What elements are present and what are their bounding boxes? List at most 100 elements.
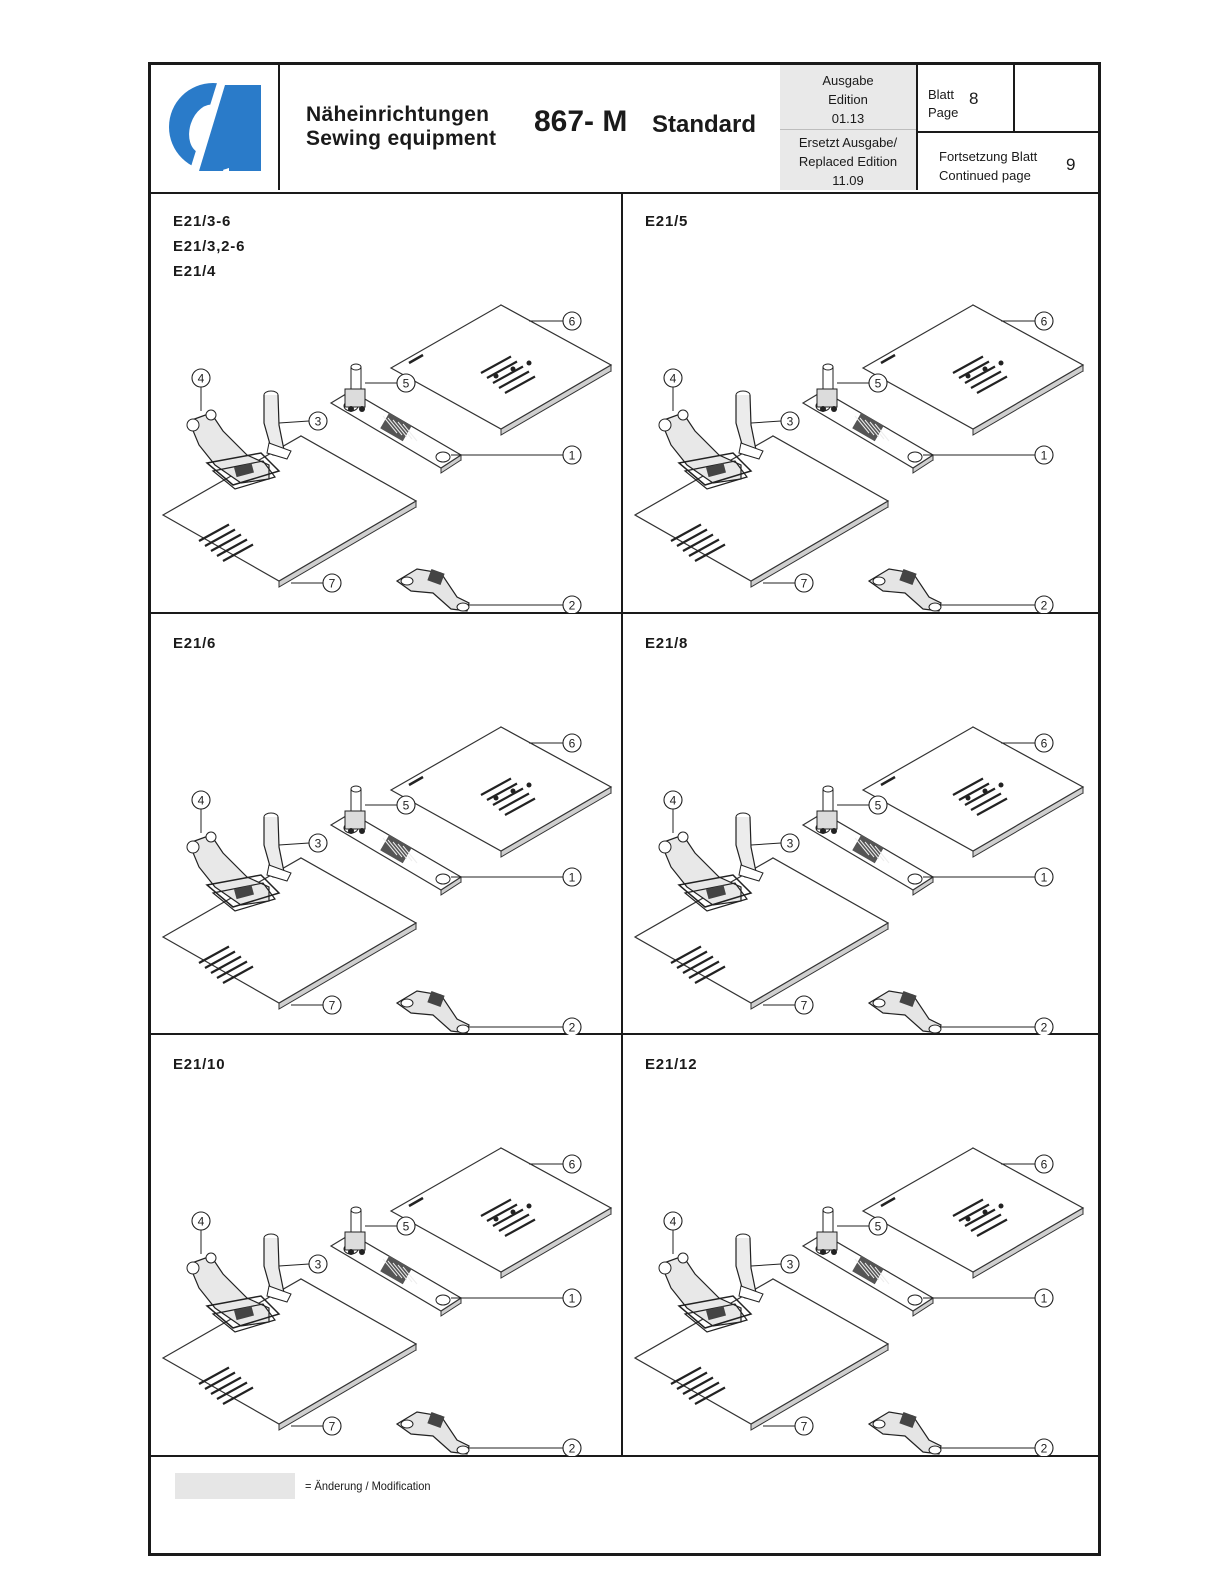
part-6-slide-plate — [861, 1147, 1085, 1279]
part-number: 5 — [875, 799, 882, 813]
part-2-feed-dog — [867, 990, 942, 1034]
part-number: 7 — [801, 999, 808, 1013]
part-callout-3: 3 — [308, 411, 328, 431]
page-label-en: Page — [928, 105, 959, 120]
part-callout-4: 4 — [663, 368, 683, 388]
part-callout-6: 6 — [562, 1154, 582, 1174]
part-number: 3 — [787, 415, 794, 429]
continued-label-en: Continued page — [939, 168, 1031, 183]
edition-block: Ausgabe Edition 01.13 — [780, 71, 916, 128]
part-callout-1: 1 — [1034, 1288, 1054, 1308]
part-number: 7 — [801, 1420, 808, 1434]
replaced-label-en: Replaced Edition — [798, 154, 898, 169]
footer: = Änderung / Modification — [151, 1457, 1098, 1553]
part-5-guide — [816, 785, 838, 834]
equipment-code: E21/3-6 — [173, 213, 232, 230]
part-number: 7 — [329, 577, 336, 591]
part-callout-4: 4 — [663, 790, 683, 810]
part-callout-2: 2 — [1034, 1017, 1054, 1035]
modification-legend: = Änderung / Modification — [305, 1479, 431, 1493]
part-number: 7 — [801, 577, 808, 591]
edition-divider — [780, 129, 916, 130]
edition-label-en: Edition — [828, 92, 868, 107]
panel-codes: E21/10 — [173, 1052, 225, 1077]
part-callout-6: 6 — [1034, 733, 1054, 753]
part-number: 5 — [403, 377, 410, 391]
equipment-code: E21/6 — [173, 635, 217, 652]
part-callout-5: 5 — [868, 373, 888, 393]
part-2-feed-dog — [867, 568, 942, 612]
part-number: 6 — [569, 1158, 576, 1172]
title-english: Sewing equipment — [306, 127, 497, 150]
panel-codes: E21/3-6 E21/3,2-6 E21/4 — [173, 209, 245, 284]
part-callout-1: 1 — [562, 1288, 582, 1308]
equipment-code: E21/8 — [645, 635, 689, 652]
part-4-presser-foot — [658, 1252, 753, 1333]
part-number: 4 — [670, 372, 677, 386]
part-callout-4: 4 — [191, 1211, 211, 1231]
part-3-presser-foot — [263, 812, 292, 882]
page-box: Blatt Page 8 — [916, 65, 1015, 133]
equipment-code: E21/5 — [645, 213, 689, 230]
panel-codes: E21/12 — [645, 1052, 697, 1077]
part-5-guide — [344, 1206, 366, 1255]
part-number: 5 — [403, 1220, 410, 1234]
company-logo — [169, 83, 261, 173]
part-number: 6 — [569, 737, 576, 751]
part-callout-1: 1 — [562, 867, 582, 887]
part-7-slide-plate — [633, 857, 890, 1010]
grid-vertical-divider — [621, 192, 623, 1455]
part-4-presser-foot — [658, 831, 753, 912]
equipment-code: E21/10 — [173, 1056, 226, 1073]
part-callout-7: 7 — [322, 1416, 342, 1436]
part-number: 5 — [875, 1220, 882, 1234]
part-callout-6: 6 — [562, 311, 582, 331]
part-number: 6 — [1041, 737, 1048, 751]
replaced-edition-block: Ersetzt Ausgabe/ Replaced Edition 11.09 — [780, 133, 916, 190]
part-6-slide-plate — [389, 304, 613, 436]
part-callout-7: 7 — [322, 573, 342, 593]
part-callout-3: 3 — [308, 833, 328, 853]
page-number: 8 — [969, 89, 979, 108]
title-block: Näheinrichtungen Sewing equipment 867- M… — [151, 65, 1098, 194]
logo-cell — [151, 65, 280, 190]
part-callout-4: 4 — [663, 1211, 683, 1231]
part-5-guide — [344, 785, 366, 834]
grid-divider-row-1 — [151, 612, 1098, 614]
panel-e21-10: E21/10 6 1 7 4 3 5 2 — [151, 1036, 621, 1458]
part-2-feed-dog — [395, 568, 470, 612]
title-german: Näheinrichtungen — [306, 103, 490, 126]
part-callout-4: 4 — [191, 790, 211, 810]
part-callout-6: 6 — [562, 733, 582, 753]
part-number: 6 — [1041, 1158, 1048, 1172]
part-number: 2 — [569, 1442, 576, 1456]
part-number: 4 — [670, 794, 677, 808]
part-5-guide — [816, 1206, 838, 1255]
part-4-presser-foot — [186, 409, 281, 490]
edition-cell: Ausgabe Edition 01.13 Ersetzt Ausgabe/ R… — [780, 65, 918, 190]
part-callout-2: 2 — [562, 1017, 582, 1035]
part-callout-5: 5 — [396, 1216, 416, 1236]
model-number: 867- M — [534, 105, 628, 138]
part-number: 7 — [329, 999, 336, 1013]
part-callout-1: 1 — [562, 445, 582, 465]
page-cell: Blatt Page 8 Fortsetzung Blatt Continued… — [916, 65, 1098, 190]
model-variant: Standard — [652, 111, 757, 138]
part-number: 3 — [315, 415, 322, 429]
part-callout-3: 3 — [308, 1254, 328, 1274]
part-callout-2: 2 — [1034, 1438, 1054, 1456]
part-callout-7: 7 — [322, 995, 342, 1015]
part-7-slide-plate — [633, 1278, 890, 1431]
edition-value: 01.13 — [831, 111, 865, 126]
part-callout-2: 2 — [562, 1438, 582, 1456]
part-number: 3 — [787, 1258, 794, 1272]
part-2-feed-dog — [395, 990, 470, 1034]
part-4-presser-foot — [186, 1252, 281, 1333]
panel-codes: E21/5 — [645, 209, 688, 234]
part-callout-6: 6 — [1034, 311, 1054, 331]
part-number: 2 — [569, 599, 576, 613]
part-4-presser-foot — [186, 831, 281, 912]
